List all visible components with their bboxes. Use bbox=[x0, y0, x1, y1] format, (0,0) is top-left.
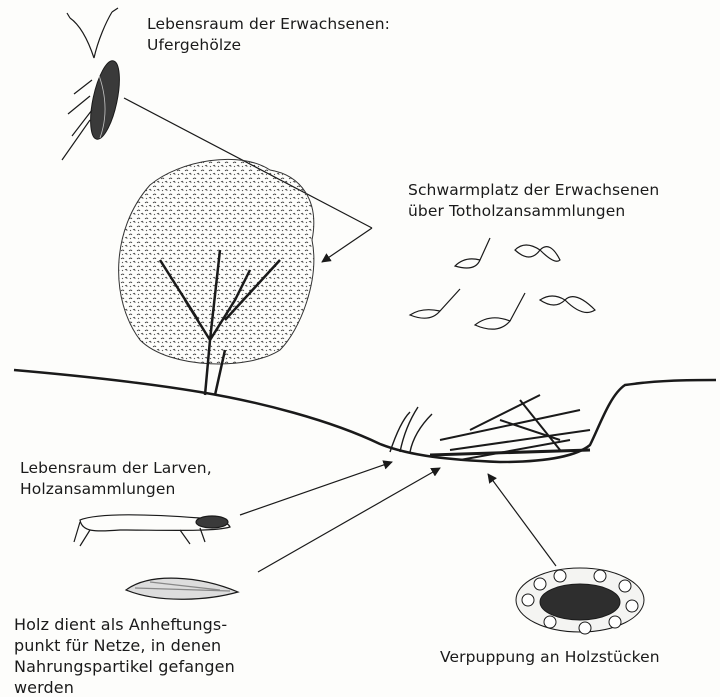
label-line: über Totholzansammlungen bbox=[408, 201, 659, 222]
label-line: Schwarmplatz der Erwachsenen bbox=[408, 180, 659, 201]
larva-habitat-arrow bbox=[240, 462, 392, 515]
larva-icon bbox=[74, 515, 230, 546]
label-line: Verpuppung an Holzstücken bbox=[440, 647, 660, 668]
pupation-case-icon bbox=[516, 568, 644, 634]
wood-net-arrow bbox=[258, 468, 440, 572]
label-line: punkt für Netze, in denen bbox=[14, 635, 235, 656]
label-line: werden bbox=[14, 677, 235, 697]
pupation-arrow bbox=[488, 474, 556, 566]
wood-function-label: Holz dient als Anheftungs- punkt für Net… bbox=[14, 614, 235, 697]
adult-habitat-label: Lebensraum der Erwachsenen: Ufergehölze bbox=[147, 14, 390, 56]
label-line: Holz dient als Anheftungs- bbox=[14, 614, 235, 635]
label-line: Holzansammlungen bbox=[20, 479, 212, 500]
label-line: Nahrungspartikel gefangen bbox=[14, 656, 235, 677]
deadwood-pile-icon bbox=[390, 395, 590, 460]
ground-line bbox=[14, 370, 716, 462]
larva-habitat-label: Lebensraum der Larven, Holzansammlungen bbox=[20, 458, 212, 500]
label-line: Ufergehölze bbox=[147, 35, 390, 56]
riparian-tree-icon bbox=[119, 159, 314, 395]
label-line: Lebensraum der Larven, bbox=[20, 458, 212, 479]
wood-net-icon bbox=[126, 578, 238, 599]
swarming-adults-icon bbox=[410, 238, 595, 329]
label-line: Lebensraum der Erwachsenen: bbox=[147, 14, 390, 35]
swarm-site-label: Schwarmplatz der Erwachsenen über Tothol… bbox=[408, 180, 659, 222]
pupation-label: Verpuppung an Holzstücken bbox=[440, 647, 660, 668]
adult-caddisfly-icon bbox=[62, 8, 125, 160]
